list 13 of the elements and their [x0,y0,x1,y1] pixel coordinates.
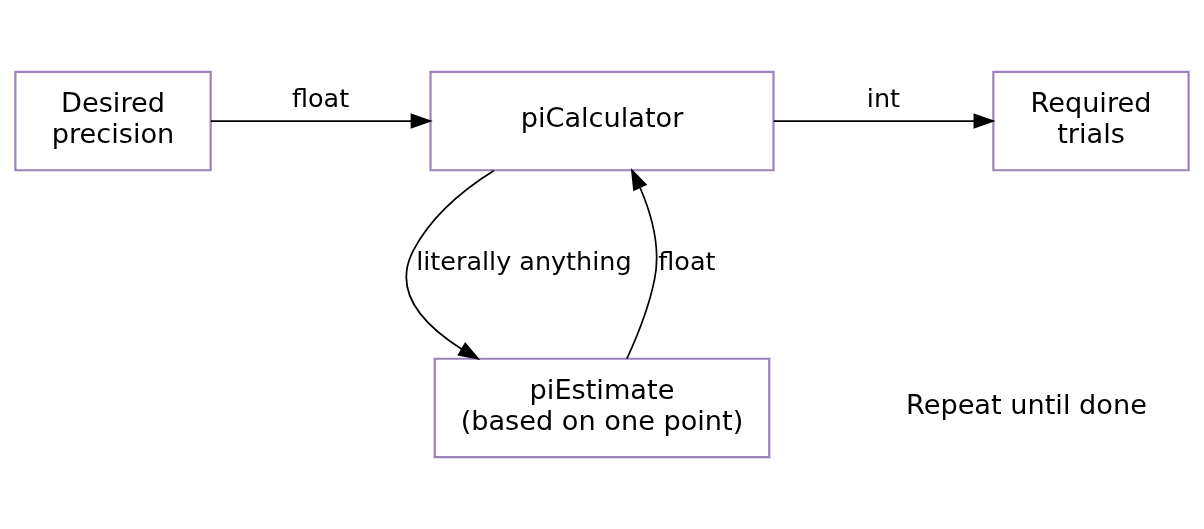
arrow [626,168,658,360]
edge-label: int [866,83,901,114]
arrow [405,169,495,360]
node-box: piCalculator [429,70,775,172]
edge-label: float [291,83,350,114]
edge-label: literally anything [416,246,632,277]
edge-label: float [658,246,716,277]
label: Repeat until done [906,389,1147,421]
node-box: Desired precision [14,70,212,172]
arrow [772,113,996,129]
node-box: Required trials [992,70,1190,172]
node-box: piEstimate (based on one point) [433,357,771,459]
arrow [209,113,433,129]
